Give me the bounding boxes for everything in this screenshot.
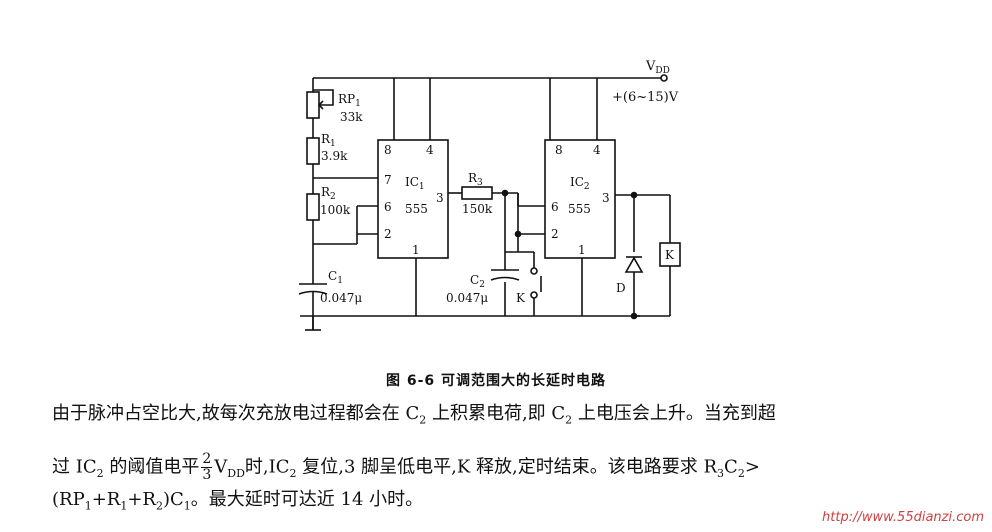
ic1-pin8: 8 xyxy=(384,143,392,157)
ic1-label: IC1 xyxy=(405,175,425,192)
c1-capacitor xyxy=(298,283,328,295)
circuit-diagram: VDD +(6~15)V RP1 33k R1 3.9k R2 100k C1 … xyxy=(298,59,681,331)
r2-resistor xyxy=(306,193,320,221)
ic1-pin1: 1 xyxy=(412,243,420,257)
r1-resistor xyxy=(306,137,320,165)
ic2-pin8: 8 xyxy=(555,143,563,157)
supply-voltage-label: +(6~15)V xyxy=(612,90,679,105)
r1-value: 3.9k xyxy=(321,149,348,163)
ic2-label: IC2 xyxy=(570,175,590,192)
c1-value: 0.047μ xyxy=(320,291,362,305)
d-diode xyxy=(624,256,644,273)
ic2-pin4: 4 xyxy=(593,143,601,157)
r1-label: R1 xyxy=(321,132,336,149)
c2-capacitor xyxy=(490,269,520,281)
rp1-label: RP1 xyxy=(338,92,361,109)
ic2-output-wires xyxy=(581,194,671,317)
ic2-pin3: 3 xyxy=(602,191,610,205)
ic1-pin4: 4 xyxy=(426,143,434,157)
rp1-wiper xyxy=(313,89,334,110)
ic1-pin6: 6 xyxy=(384,200,392,214)
figure-caption: 图 6-6 可调范围大的长延时电路 xyxy=(385,373,607,389)
ic2-pin1: 1 xyxy=(578,243,586,257)
diode-label: D xyxy=(616,281,626,295)
ic2-pin6: 6 xyxy=(551,200,559,214)
node-dot xyxy=(630,191,638,199)
c1-label: C1 xyxy=(328,269,343,286)
rp1-resistor xyxy=(306,91,320,119)
body-line-3: (RP1+R1+R2)C1。最大延时可达近 14 小时。 xyxy=(52,489,424,513)
ic1-pin2: 2 xyxy=(384,227,392,241)
r2-label: R2 xyxy=(321,185,336,202)
k-switch xyxy=(530,267,542,299)
ic1-wires xyxy=(313,177,462,316)
relay-label: K xyxy=(665,248,675,262)
ground-symbol xyxy=(300,315,640,331)
ic1-body xyxy=(377,139,449,259)
ic1-pin7: 7 xyxy=(384,173,392,187)
r3-label: R3 xyxy=(468,171,483,188)
node-dot xyxy=(514,230,522,238)
ic2-pin2: 2 xyxy=(551,227,559,241)
r3-resistor xyxy=(461,186,493,200)
ic1-pin3: 3 xyxy=(436,191,444,205)
watermark: http://www.55dianzi.com xyxy=(822,510,984,525)
rp1-value: 33k xyxy=(340,110,363,124)
node-dot xyxy=(630,312,638,320)
vdd-label: VDD xyxy=(645,59,670,76)
node-dot xyxy=(501,189,509,197)
r3-value: 150k xyxy=(462,202,493,216)
ic2-input-wires xyxy=(492,192,545,316)
supply-rail xyxy=(313,74,668,140)
r2-value: 100k xyxy=(320,203,351,217)
ic2-type: 555 xyxy=(568,202,591,216)
switch-label: K xyxy=(516,291,526,305)
body-line-1: 由于脉冲占空比大,故每次充放电过程都会在 C2 上积累电荷,即 C2 上电压会上… xyxy=(52,403,776,427)
c2-label: C2 xyxy=(470,273,485,290)
c2-value: 0.047μ xyxy=(446,291,488,305)
k-relay xyxy=(659,242,681,267)
ic2-body xyxy=(544,139,616,259)
ic1-type: 555 xyxy=(405,202,428,216)
